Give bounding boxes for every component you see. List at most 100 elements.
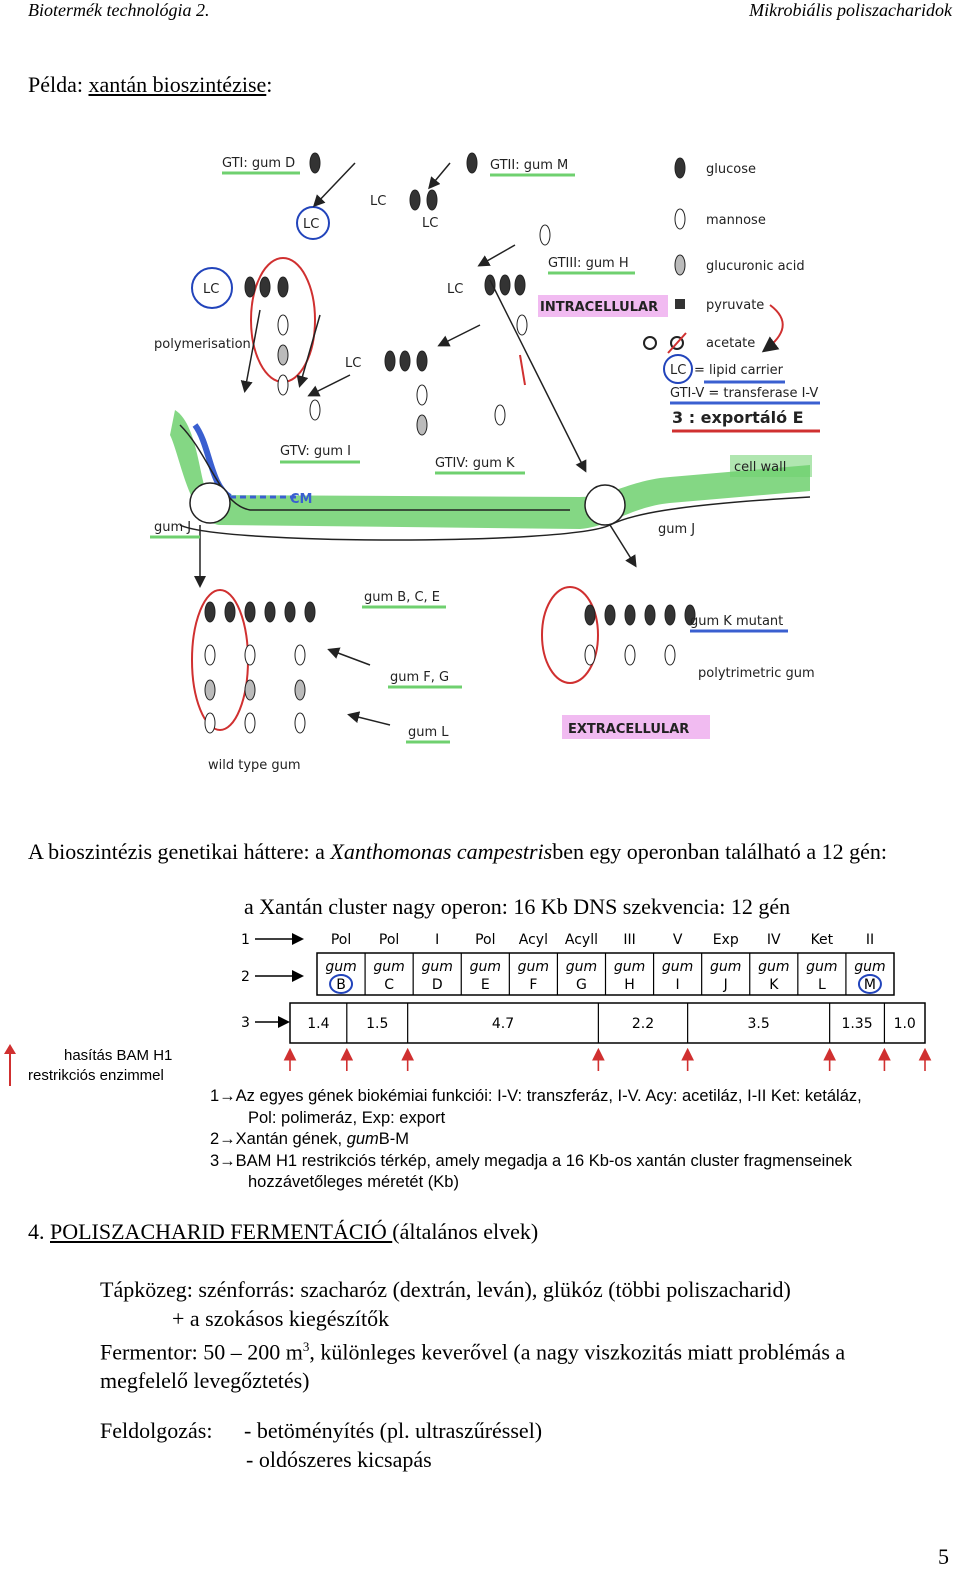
gene-letter: J bbox=[723, 977, 728, 993]
gene-prefix: gum bbox=[325, 959, 356, 975]
gt5-label: GTV: gum I bbox=[280, 444, 351, 459]
gene-prefix: gum bbox=[470, 959, 501, 975]
gene-prefix: gum bbox=[422, 959, 453, 975]
gene-function: Pol bbox=[475, 932, 495, 948]
note-1a: 1→Az egyes gének biokémiai funkciói: I-V… bbox=[210, 1087, 862, 1105]
gene-prefix: gum bbox=[758, 959, 789, 975]
gene-letter: F bbox=[529, 977, 537, 993]
gene-function: V bbox=[673, 932, 683, 948]
fermentor-line: Fermentor: 50 – 200 m3, különleges kever… bbox=[100, 1339, 846, 1365]
species-name: Xanthomonas campestris bbox=[330, 839, 553, 864]
gene-letter: B bbox=[336, 977, 346, 993]
gene-letter: M bbox=[864, 977, 876, 993]
gene-letter: D bbox=[432, 977, 443, 993]
gum-j-right-label: gum J bbox=[658, 522, 695, 537]
gene-function: III bbox=[623, 932, 635, 948]
polymerisation-label: polymerisation bbox=[154, 337, 251, 352]
legend-mannose: mannose bbox=[706, 213, 766, 228]
gum-j-left-label: gum J bbox=[154, 520, 191, 535]
cleavage-arrow-icon bbox=[4, 1044, 16, 1086]
gene-function: Exp bbox=[713, 932, 739, 948]
cm-label: CM bbox=[290, 492, 312, 507]
gene-letter: I bbox=[676, 977, 680, 993]
gene-prefix: gum bbox=[854, 959, 885, 975]
lc-label: LC bbox=[303, 217, 319, 232]
gt3-label: GTIII: gum H bbox=[548, 256, 629, 271]
gene-prefix: gum bbox=[806, 959, 837, 975]
cellwall-label: cell wall bbox=[734, 460, 786, 475]
example-prefix: Példa: bbox=[28, 72, 89, 97]
lc-label: LC bbox=[203, 282, 219, 297]
extracellular-highlight bbox=[562, 715, 710, 739]
medium-line-b: + a szokásos kiegészítők bbox=[172, 1305, 390, 1331]
export-pore-right bbox=[584, 484, 626, 526]
size-row-box bbox=[289, 1002, 926, 1044]
row-label-2: 2 bbox=[241, 969, 250, 985]
gum-k-mutant-label: gum K mutant bbox=[690, 614, 783, 629]
lc-label: LC bbox=[422, 216, 438, 231]
lc-label: LC bbox=[370, 194, 386, 209]
gene-function: Acyl bbox=[519, 932, 548, 948]
genetics-intro: A bioszintézis genetikai háttere: a Xant… bbox=[28, 838, 943, 866]
row-label-1: 1 bbox=[241, 932, 250, 948]
export-pore-left bbox=[189, 482, 231, 524]
lc-label: LC bbox=[345, 356, 361, 371]
cleavage-label-2: restrikciós enzimmel bbox=[28, 1067, 164, 1084]
section-4-body: Tápközeg: szénforrás: szacharóz (dextrán… bbox=[100, 1276, 950, 1395]
intracellular-highlight bbox=[538, 295, 668, 317]
example-suffix: : bbox=[266, 72, 273, 97]
gene-prefix: gum bbox=[662, 959, 693, 975]
gene-function: Ket bbox=[811, 932, 834, 948]
legend-pyruvate: pyruvate bbox=[706, 298, 764, 313]
gene-letter: C bbox=[384, 977, 394, 993]
processing-label: Feldolgozás: bbox=[100, 1418, 213, 1443]
lc-label: LC bbox=[447, 282, 463, 297]
gt1-label: GTI: gum D bbox=[222, 156, 295, 171]
gt2-label: GTII: gum M bbox=[490, 158, 568, 173]
gene-circle bbox=[329, 974, 354, 994]
section-4-heading: 4. POLISZACHARID FERMENTÁCIÓ (általános … bbox=[28, 1219, 539, 1244]
diagram-legend: glucose mannose glucuronic acid pyruvate… bbox=[643, 157, 818, 427]
intro-text-a: A bioszintézis genetikai háttere: a bbox=[28, 839, 331, 864]
note-3b: hozzávetőleges méretét (Kb) bbox=[248, 1173, 459, 1191]
gum-bce-label: gum B, C, E bbox=[364, 590, 440, 605]
gene-letter: G bbox=[576, 977, 587, 993]
polytrimeric-label: polytrimetric gum bbox=[698, 666, 815, 681]
gene-circle bbox=[857, 974, 882, 994]
gene-function: II bbox=[866, 932, 874, 948]
gene-function: Pol bbox=[331, 932, 351, 948]
note-1b: Pol: polimeráz, Exp: export bbox=[248, 1108, 446, 1127]
legend-gti: GTI-V = transferase I-V bbox=[670, 386, 818, 401]
processing-item-2: - oldószeres kicsapás bbox=[246, 1447, 432, 1472]
gt4-label: GTIV: gum K bbox=[435, 456, 515, 471]
example-heading: Példa: xantán bioszintézise: bbox=[28, 72, 272, 98]
legend-glucuronic: glucuronic acid bbox=[706, 259, 805, 274]
xanthan-biosynthesis-diagram: GTI: gum D GTII: gum M GTIII: gum H GTIV… bbox=[150, 152, 820, 773]
fragment-size: 1.0 bbox=[894, 1016, 916, 1032]
fragment-size: 1.35 bbox=[841, 1016, 872, 1032]
gene-prefix: gum bbox=[566, 959, 597, 975]
gene-letter: H bbox=[624, 977, 635, 993]
gum-fg-label: gum F, G bbox=[390, 670, 449, 685]
gene-function: Acyll bbox=[565, 932, 598, 948]
gene-letter: L bbox=[818, 977, 826, 993]
gene-function: Pol bbox=[379, 932, 399, 948]
cell-wall-band bbox=[170, 410, 810, 529]
gene-prefix: gum bbox=[710, 959, 741, 975]
intracellular-label: INTRACELLULAR bbox=[540, 300, 658, 315]
gene-function: I bbox=[435, 932, 439, 948]
header-right: Mikrobiális poliszacharidok bbox=[749, 0, 952, 20]
gene-letter: K bbox=[769, 977, 779, 993]
note-2: 2→Xantán gének, gumB-M bbox=[210, 1130, 410, 1148]
example-link: xantán bioszintézise bbox=[88, 72, 267, 97]
fragment-size: 1.4 bbox=[307, 1016, 329, 1032]
fermentor-line-c: megfelelő levegőztetés) bbox=[100, 1367, 310, 1393]
legend-lc: LC bbox=[670, 363, 686, 378]
fragment-size: 3.5 bbox=[748, 1016, 770, 1032]
note-3a: 3→BAM H1 restrikciós térkép, amely megad… bbox=[210, 1151, 852, 1170]
fragment-size: 2.2 bbox=[632, 1016, 654, 1032]
header-left: Biotermék technológia 2. bbox=[28, 0, 210, 20]
legend-export: 3 : exportáló E bbox=[672, 408, 804, 427]
medium-line-a: Tápközeg: szénforrás: szacharóz (dextrán… bbox=[100, 1277, 791, 1302]
page-number: 5 bbox=[938, 1544, 949, 1569]
